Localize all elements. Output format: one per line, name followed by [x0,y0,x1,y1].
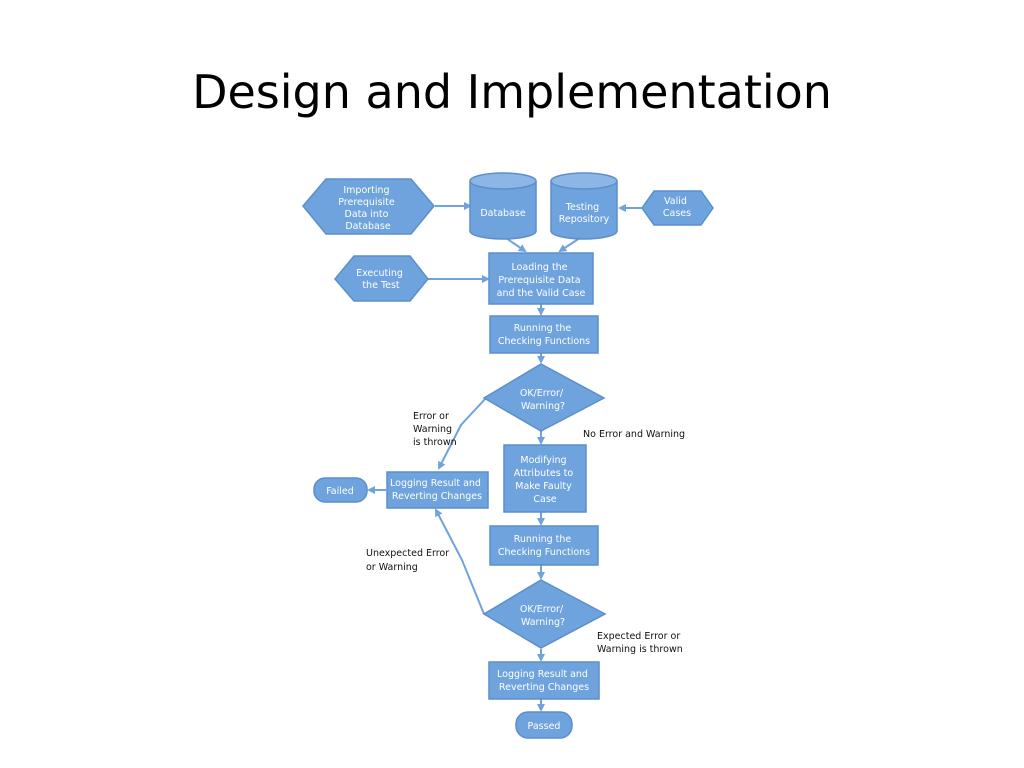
edge-label-expected: Expected Error or Warning is thrown [597,631,683,655]
edge-label-no-error: No Error and Warning [583,429,685,440]
node-executing-test: Executing the Test [334,255,429,302]
node-passed-label: Passed [528,721,561,732]
node-loading: Loading the Prerequisite Data and the Va… [488,252,594,305]
node-failed: Failed [313,477,368,503]
node-decision-1: OK/Error/ Warning? [482,363,606,432]
slide-title: Design and Implementation [192,65,832,119]
node-running-checks-2-label: Running the Checking Functions [498,534,590,558]
node-executing-test-label: Executing the Test [356,268,406,291]
node-testing-repository: Testing Repository [550,172,618,240]
node-testing-repository-label: Testing Repository [559,202,610,225]
node-valid-cases: Valid Cases [641,190,714,226]
node-running-checks-1: Running the Checking Functions [489,315,599,354]
node-modifying: Modifying Attributes to Make Faulty Case [503,444,587,513]
edge-label-unexpected: Unexpected Error or Warning [366,548,452,573]
node-database: Database [469,172,537,240]
node-decision-2-label: OK/Error/ Warning? [520,604,566,628]
node-logging-failed: Logging Result and Reverting Changes [386,471,489,509]
node-failed-label: Failed [326,486,354,497]
node-logging-passed-label: Logging Result and Reverting Changes [497,669,591,693]
node-import-data-label: Importing Prerequisite Data into Databas… [338,185,398,232]
node-database-label: Database [480,208,525,219]
node-decision-1-label: OK/Error/ Warning? [520,388,566,412]
edge-label-error-thrown: Error or Warning is thrown [413,411,457,448]
node-passed: Passed [515,711,573,739]
edge-decision2-to-logging-failed [435,508,485,615]
node-logging-passed: Logging Result and Reverting Changes [488,661,600,700]
node-running-checks-1-label: Running the Checking Functions [498,323,590,347]
edge-decision1-to-logging-failed [438,397,487,470]
node-logging-failed-label: Logging Result and Reverting Changes [390,478,484,502]
node-running-checks-2: Running the Checking Functions [489,525,599,566]
node-modifying-label: Modifying Attributes to Make Faulty Case [514,455,577,505]
node-decision-2: OK/Error/ Warning? [482,579,607,649]
node-loading-label: Loading the Prerequisite Data and the Va… [497,262,586,299]
node-valid-cases-label: Valid Cases [663,196,691,219]
node-import-data: Importing Prerequisite Data into Databas… [302,178,435,235]
